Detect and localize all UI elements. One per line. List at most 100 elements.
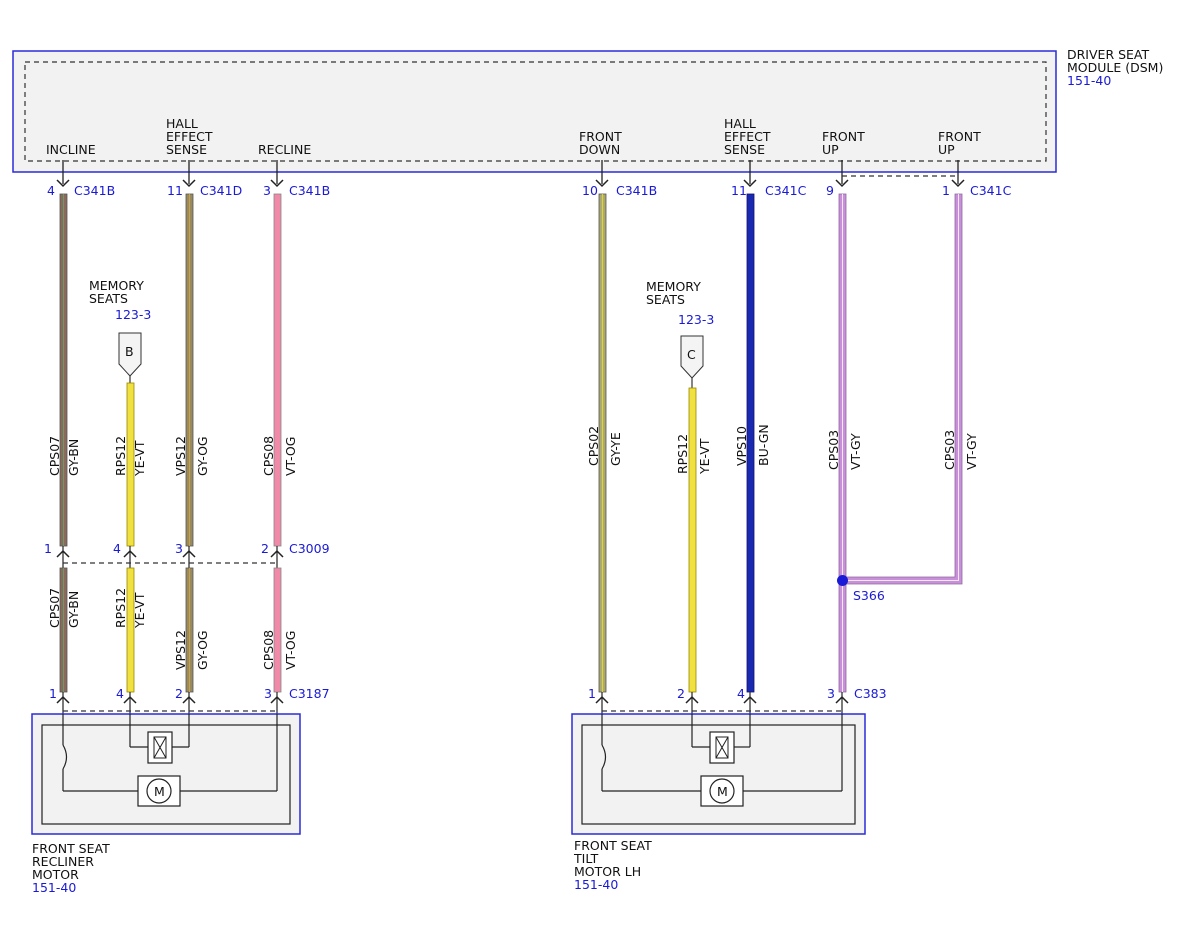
c3187-name[interactable]: C3187 [289, 686, 330, 701]
w9-circuit: CPS03 [942, 430, 957, 470]
wire-rps12-left-lower[interactable] [126, 567, 135, 693]
w8-circuit: CPS03 [826, 430, 841, 470]
c3-name[interactable]: C341B [289, 183, 330, 198]
wire-cps08-upper[interactable] [273, 193, 282, 547]
lw4-circuit: CPS08 [261, 630, 276, 670]
module-ref[interactable]: 151-40 [1067, 73, 1111, 88]
c2-pin: 11 [167, 183, 183, 198]
c1-name[interactable]: C341B [74, 183, 115, 198]
c3009-p2: 4 [113, 541, 121, 556]
pin-label-hall1-l1: HALL [166, 116, 198, 131]
recliner-internal-wiring [62, 714, 278, 792]
memory-left-l1: MEMORY [89, 278, 144, 293]
recliner-motor-component[interactable]: M [31, 713, 301, 835]
tilt-inner-border [581, 724, 856, 825]
pin-label-incline: INCLINE [46, 142, 96, 157]
w5-circuit: CPS02 [586, 426, 601, 466]
c7-name[interactable]: C341C [970, 183, 1012, 198]
c3009-name[interactable]: C3009 [289, 541, 330, 556]
w6-color: YE-VT [697, 438, 712, 475]
wires-lower [59, 567, 282, 693]
memory-left-tag[interactable] [118, 332, 142, 377]
c7-pin: 1 [942, 183, 950, 198]
memory-left-ref[interactable]: 123-3 [115, 307, 151, 322]
recliner-ref[interactable]: 151-40 [32, 880, 76, 895]
tilt-l2: TILT [573, 851, 599, 866]
recliner-motor-icon: M [137, 775, 181, 807]
tilt-motor-icon: M [700, 775, 744, 807]
tilt-l1: FRONT SEAT [574, 838, 652, 853]
c3187-p4: 3 [264, 686, 272, 701]
c4-pin: 10 [582, 183, 598, 198]
tilt-internal-wiring [601, 714, 843, 792]
c5-name[interactable]: C341C [765, 183, 807, 198]
memory-right-tag-letter: C [687, 347, 696, 362]
lw4-color: VT-OG [283, 631, 298, 670]
wire-rps12-left-upper[interactable] [126, 382, 135, 547]
c3009-connector [56, 546, 284, 568]
memory-right-ref[interactable]: 123-3 [678, 312, 714, 327]
recliner-l2: RECLINER [32, 854, 94, 869]
c3009-p4: 2 [261, 541, 269, 556]
module-outer-border [12, 50, 1057, 173]
c383-name[interactable]: C383 [854, 686, 887, 701]
splice-s366[interactable] [837, 575, 848, 586]
c5-pin: 11 [731, 183, 747, 198]
pin-label-frontdown-l2: DOWN [579, 142, 620, 157]
w3-circuit: VPS12 [173, 436, 188, 476]
module-name-line1: DRIVER SEAT [1067, 47, 1150, 62]
w9-color: VT-GY [964, 433, 979, 470]
top-connector-chevrons [56, 179, 965, 188]
lw1-circuit: CPS07 [47, 588, 62, 628]
memory-right-tag[interactable] [680, 335, 704, 379]
splice-name[interactable]: S366 [853, 588, 885, 603]
c2-name[interactable]: C341D [200, 183, 242, 198]
tilt-motor-component[interactable]: M [571, 713, 866, 835]
w1-color: GY-BN [66, 439, 81, 476]
pin-label-hall1-l2: EFFECT [166, 129, 213, 144]
pin-label-hall2-l1: HALL [724, 116, 756, 131]
w1-circuit: CPS07 [47, 436, 62, 476]
memory-right-l2: SEATS [646, 292, 685, 307]
wire-rps12-right[interactable] [688, 387, 697, 693]
pin-label-frontup1-l2: UP [822, 142, 839, 157]
wire-cps03-right[interactable] [845, 193, 963, 585]
w4-color: VT-OG [283, 437, 298, 476]
c3009-p3: 3 [175, 541, 183, 556]
c383-p1: 1 [588, 686, 596, 701]
recliner-hall-sensor-icon [147, 731, 173, 764]
lw2-color: YE-VT [132, 592, 147, 629]
module-pin-stubs [62, 160, 959, 184]
pin-label-frontdown-l1: FRONT [579, 129, 622, 144]
recliner-inner-border [41, 724, 291, 825]
pin-label-frontup2-l2: UP [938, 142, 955, 157]
pin-label-frontup2-l1: FRONT [938, 129, 981, 144]
w3-color: GY-OG [195, 436, 210, 476]
lw3-circuit: VPS12 [173, 630, 188, 670]
memory-left-l2: SEATS [89, 291, 128, 306]
c6-pin: 9 [826, 183, 834, 198]
c383-connector [595, 692, 849, 714]
c383-p2: 2 [677, 686, 685, 701]
lw2-circuit: RPS12 [113, 588, 128, 628]
c3-pin: 3 [263, 183, 271, 198]
lw3-color: GY-OG [195, 630, 210, 670]
recliner-l3: MOTOR [32, 867, 79, 882]
tilt-ref[interactable]: 151-40 [574, 877, 618, 892]
tilt-l3: MOTOR LH [574, 864, 641, 879]
w7-circuit: VPS10 [734, 426, 749, 466]
pin-label-hall2-l2: EFFECT [724, 129, 771, 144]
c3009-p1: 1 [44, 541, 52, 556]
tilt-hall-sensor-icon [709, 731, 735, 764]
w2-circuit: RPS12 [113, 436, 128, 476]
c3187-connector [56, 692, 284, 714]
w2-color: YE-VT [132, 440, 147, 477]
driver-seat-module [12, 50, 1057, 173]
c3187-p2: 4 [116, 686, 124, 701]
svg-text:M: M [154, 784, 165, 799]
c4-name[interactable]: C341B [616, 183, 657, 198]
c3187-p3: 2 [175, 686, 183, 701]
memory-right-l1: MEMORY [646, 279, 701, 294]
svg-text:M: M [717, 784, 728, 799]
